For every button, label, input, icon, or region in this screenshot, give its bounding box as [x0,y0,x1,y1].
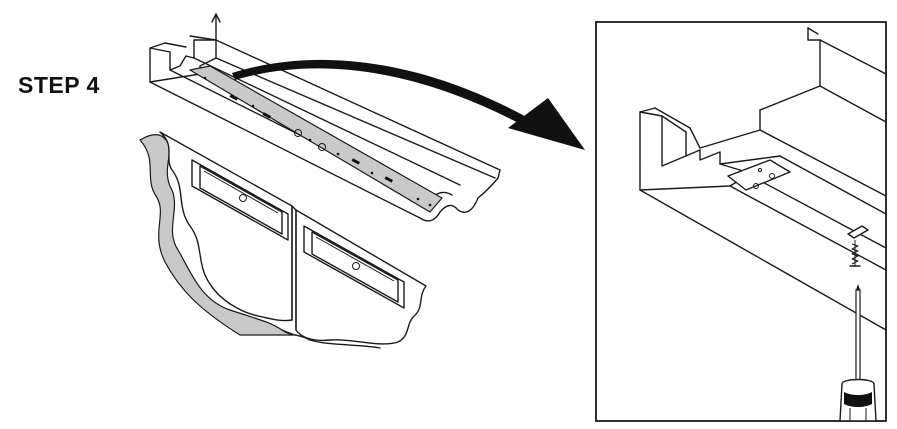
screwdriver-icon [839,284,877,422]
header-channel [149,13,501,222]
step-label: STEP 4 [18,72,100,98]
door-leaf-right [281,205,427,349]
mounting-plate [189,65,443,213]
curved-arrow-icon [232,59,585,150]
door-leaf-left [139,131,296,336]
screw-icon [849,240,861,267]
detail-inset [595,21,887,422]
